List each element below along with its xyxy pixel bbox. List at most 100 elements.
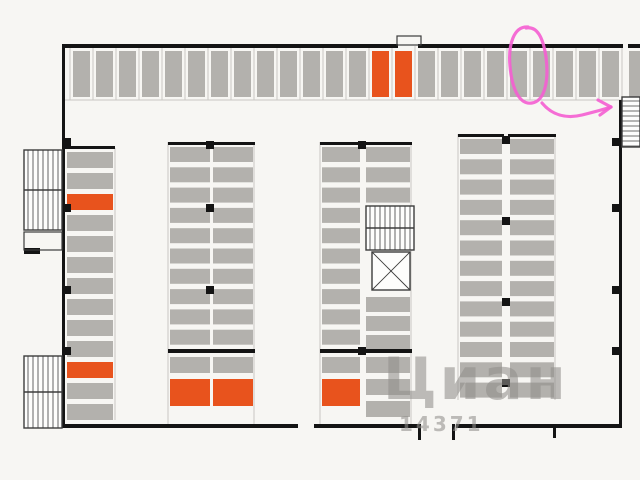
parking-space xyxy=(510,51,527,97)
parking-space xyxy=(460,159,502,175)
room-outline xyxy=(23,231,63,251)
parking-space xyxy=(510,159,554,175)
parking-space xyxy=(213,289,253,305)
parking-space xyxy=(510,260,554,276)
parking-space xyxy=(322,147,360,162)
parking-space xyxy=(188,51,205,97)
parking-space-highlighted xyxy=(213,379,253,406)
parking-space xyxy=(510,281,554,297)
parking-space xyxy=(213,329,253,345)
structural-column xyxy=(63,347,71,355)
parking-space xyxy=(579,51,596,97)
parking-space xyxy=(67,278,113,294)
parking-space xyxy=(464,51,481,97)
structural-column xyxy=(502,136,510,144)
parking-space xyxy=(366,335,410,350)
parking-space xyxy=(67,404,113,420)
structural-column xyxy=(358,347,366,355)
parking-space xyxy=(510,199,554,215)
parking-space xyxy=(67,299,113,315)
parking-space xyxy=(73,51,90,97)
parking-space xyxy=(322,187,360,203)
parking-space xyxy=(170,357,210,373)
parking-space xyxy=(170,167,210,183)
parking-space xyxy=(213,309,253,325)
parking-space xyxy=(602,51,619,97)
parking-space-highlighted xyxy=(170,379,210,406)
parking-space xyxy=(322,329,360,345)
parking-space xyxy=(460,342,502,357)
structural-column xyxy=(63,286,71,294)
parking-space xyxy=(460,301,502,317)
parking-space xyxy=(213,207,253,223)
parking-space xyxy=(170,309,210,325)
parking-space xyxy=(170,289,210,305)
parking-space xyxy=(510,382,554,398)
wall xyxy=(168,142,208,145)
parking-space-highlighted xyxy=(395,51,412,97)
parking-space xyxy=(510,179,554,195)
elevator-diagonal xyxy=(371,251,411,291)
parking-space xyxy=(213,228,253,244)
parking-space-highlighted xyxy=(67,362,113,378)
parking-space xyxy=(460,362,502,378)
parking-space xyxy=(322,309,360,325)
wall xyxy=(211,142,255,145)
parking-space xyxy=(322,289,360,305)
parking-space xyxy=(366,187,410,203)
parking-space xyxy=(211,51,228,97)
parking-space xyxy=(510,362,554,378)
parking-space xyxy=(460,281,502,297)
parking-space xyxy=(322,357,360,373)
parking-space xyxy=(629,51,640,97)
parking-space xyxy=(366,147,410,162)
parking-space xyxy=(326,51,343,97)
parking-space xyxy=(366,316,410,331)
annotation-arrow xyxy=(540,101,613,119)
wall xyxy=(320,142,360,145)
structural-column xyxy=(502,379,510,387)
wall xyxy=(418,44,623,48)
wall xyxy=(62,44,65,428)
annotation-arrow-head xyxy=(596,98,613,117)
parking-space xyxy=(510,321,554,337)
parking-space xyxy=(366,167,410,183)
parking-space xyxy=(280,51,297,97)
parking-space xyxy=(67,173,113,189)
parking-space xyxy=(510,301,554,317)
structural-column xyxy=(63,204,71,212)
wall xyxy=(458,134,504,137)
parking-space xyxy=(460,240,502,256)
parking-space xyxy=(67,152,113,168)
structural-column xyxy=(206,204,214,212)
parking-space xyxy=(165,51,182,97)
structural-column xyxy=(612,138,620,146)
parking-space xyxy=(170,268,210,284)
parking-space-highlighted xyxy=(372,51,389,97)
stairs xyxy=(621,96,640,148)
parking-space xyxy=(460,382,502,398)
parking-space xyxy=(119,51,136,97)
parking-space xyxy=(213,187,253,203)
room-outline xyxy=(396,35,422,46)
annotation-circle xyxy=(508,25,549,105)
parking-space xyxy=(257,51,274,97)
parking-space xyxy=(67,320,113,336)
parking-space xyxy=(510,342,554,357)
parking-space xyxy=(510,220,554,236)
parking-space xyxy=(213,357,253,373)
parking-space xyxy=(170,329,210,345)
parking-space xyxy=(322,207,360,223)
parking-space xyxy=(460,220,502,236)
parking-space xyxy=(213,248,253,264)
parking-space xyxy=(170,187,210,203)
structural-column xyxy=(612,204,620,212)
parking-space xyxy=(460,139,502,154)
structural-column xyxy=(502,298,510,306)
parking-space xyxy=(322,228,360,244)
parking-space xyxy=(349,51,366,97)
parking-space xyxy=(142,51,159,97)
parking-space xyxy=(213,147,253,162)
